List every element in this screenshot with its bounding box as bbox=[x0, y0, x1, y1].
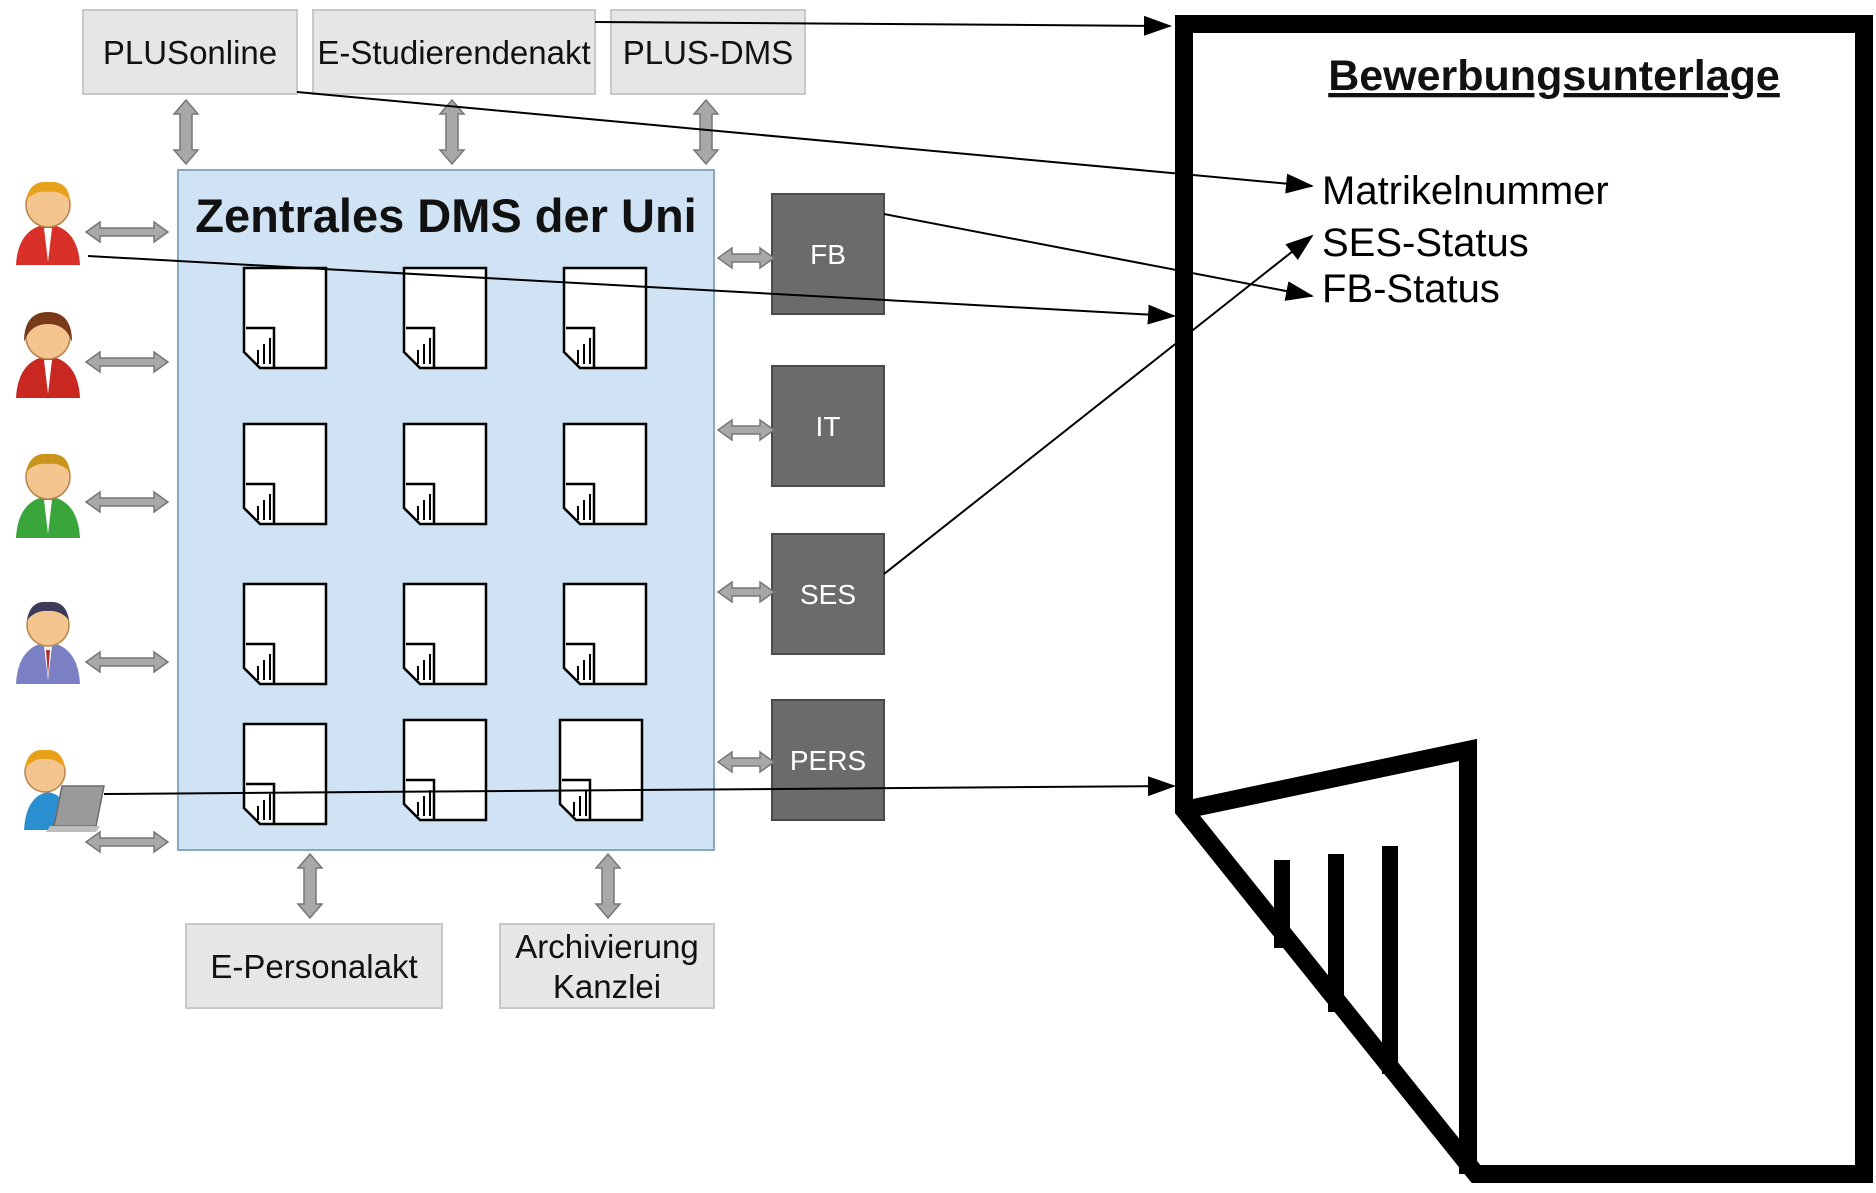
field-ses-status: SES-Status bbox=[1322, 221, 1529, 265]
user-laptop-icon bbox=[24, 749, 105, 832]
connector-user-to-document bbox=[87, 255, 1176, 325]
user-businessman-icon bbox=[16, 601, 80, 684]
department-label: FB bbox=[810, 239, 846, 270]
top-system-label: E-Studierendenakt bbox=[317, 34, 590, 71]
document-icon bbox=[402, 266, 488, 370]
field-fb-status: FB-Status bbox=[1322, 267, 1500, 311]
top-system-e-studierendenakt: E-Studierendenakt bbox=[312, 9, 596, 95]
top-system-plusonline: PLUSonline bbox=[82, 9, 298, 95]
bottom-system-e-personalakt: E-Personalakt bbox=[185, 923, 443, 1009]
document-icon bbox=[242, 422, 328, 526]
department-ses: SES bbox=[771, 533, 885, 655]
bottom-double-arrows bbox=[296, 852, 622, 920]
department-double-arrows bbox=[716, 246, 776, 774]
bottom-system-archivierung-kanzlei: Archivierung Kanzlei bbox=[499, 923, 715, 1009]
connector-plusonline-to-matrikelnummer bbox=[296, 91, 1314, 194]
document-icon bbox=[242, 582, 328, 686]
connector-arrows bbox=[87, 15, 1314, 797]
user-green-icon bbox=[16, 453, 80, 538]
connector-fb-to-fb-status bbox=[883, 213, 1314, 301]
connector-laptop-user-to-document bbox=[103, 776, 1176, 797]
document-icon bbox=[402, 422, 488, 526]
central-dms: Zentrales DMS der Uni bbox=[177, 169, 715, 851]
central-dms-title: Zentrales DMS der Uni bbox=[195, 189, 696, 242]
department-label: PERS bbox=[790, 745, 866, 776]
bottom-system-label: E-Personalakt bbox=[210, 948, 417, 985]
application-document-title: Bewerbungsunterlage bbox=[1328, 52, 1780, 100]
top-double-arrows bbox=[172, 98, 720, 166]
connector-ses-to-ses-status bbox=[883, 234, 1314, 575]
user-red-dark-hair-icon bbox=[16, 312, 80, 398]
user-red-icon bbox=[16, 181, 80, 265]
document-icon bbox=[562, 582, 648, 686]
department-it: IT bbox=[771, 365, 885, 487]
document-icon bbox=[402, 582, 488, 686]
document-icon bbox=[242, 722, 328, 826]
document-icon bbox=[402, 718, 488, 822]
user-double-arrows bbox=[84, 220, 170, 854]
bottom-system-label-line2: Kanzlei bbox=[553, 968, 661, 1005]
top-system-label: PLUS-DMS bbox=[623, 34, 794, 71]
top-system-label: PLUSonline bbox=[103, 34, 277, 71]
document-fields: Matrikelnummer SES-Status FB-Status bbox=[1322, 169, 1609, 311]
department-label: SES bbox=[800, 579, 856, 610]
document-icon bbox=[562, 422, 648, 526]
connector-e-studierendenakt-to-document bbox=[594, 15, 1172, 36]
field-matrikelnummer: Matrikelnummer bbox=[1322, 169, 1609, 213]
top-system-plus-dms: PLUS-DMS bbox=[610, 9, 806, 95]
bottom-system-label-line1: Archivierung bbox=[515, 928, 698, 965]
application-document: Bewerbungsunterlage Matrikelnummer SES-S… bbox=[1175, 15, 1873, 1183]
department-pers: PERS bbox=[771, 699, 885, 821]
document-icon bbox=[558, 718, 644, 822]
department-label: IT bbox=[816, 411, 841, 442]
document-icon bbox=[242, 266, 328, 370]
